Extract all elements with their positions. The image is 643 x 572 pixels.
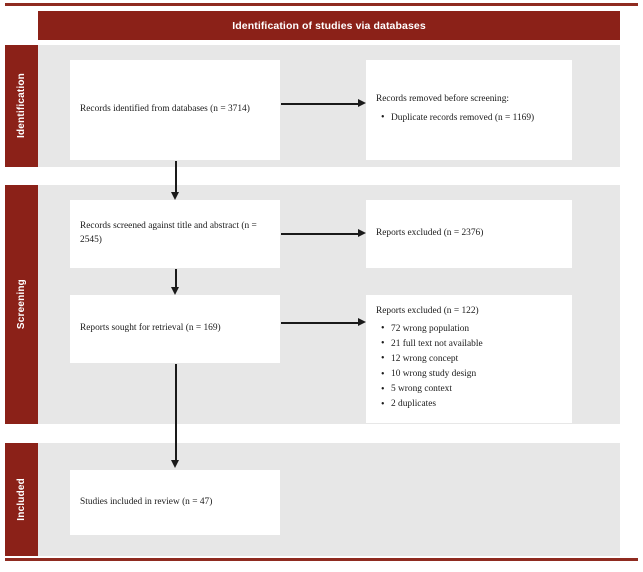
box-reports-excluded-screening-text: Reports excluded (n = 2376) — [376, 228, 484, 239]
list-item: 2 duplicates — [381, 398, 562, 412]
box-records-removed: Records removed before screening: Duplic… — [366, 60, 572, 160]
arrow-identified-to-screened-head-icon — [171, 192, 180, 200]
box-records-screened: Records screened against title and abstr… — [70, 200, 280, 268]
stage-label-screening: Screening — [5, 185, 38, 424]
arrow-screened-to-retrieval-head-icon — [171, 287, 180, 295]
box-records-identified-text: Records identified from databases (n = 3… — [80, 104, 250, 115]
list-item: 10 wrong study design — [381, 368, 562, 382]
arrow-retrieval-to-excluded — [281, 322, 358, 324]
box-reports-excluded-eligibility-title: Reports excluded (n = 122) — [376, 305, 479, 316]
stage-label-included: Included — [5, 443, 38, 556]
arrow-retrieval-to-excluded-head-icon — [358, 318, 366, 327]
list-item: 5 wrong context — [381, 383, 562, 397]
list-item: 21 full text not available — [381, 337, 562, 351]
box-reports-excluded-eligibility: Reports excluded (n = 122) 72 wrong popu… — [366, 295, 572, 423]
box-reports-excluded-screening: Reports excluded (n = 2376) — [366, 200, 572, 268]
box-reports-excluded-eligibility-list: 72 wrong population 21 full text not ava… — [376, 321, 562, 413]
box-records-screened-text: Records screened against title and abstr… — [80, 221, 257, 245]
box-records-identified: Records identified from databases (n = 3… — [70, 60, 280, 160]
box-studies-included-text: Studies included in review (n = 47) — [80, 496, 213, 507]
arrow-screened-to-retrieval — [175, 269, 177, 287]
arrow-retrieval-to-included-head-icon — [171, 460, 180, 468]
stage-label-screening-text: Screening — [16, 279, 27, 330]
list-item: Duplicate records removed (n = 1169) — [381, 111, 562, 125]
arrow-screened-to-excluded-head-icon — [358, 229, 366, 238]
box-records-removed-list: Duplicate records removed (n = 1169) — [376, 110, 562, 127]
diagram-header-banner: Identification of studies via databases — [38, 11, 620, 40]
box-reports-sought-retrieval: Reports sought for retrieval (n = 169) — [70, 295, 280, 363]
box-records-removed-title: Records removed before screening: — [376, 94, 510, 105]
list-item: 72 wrong population — [381, 322, 562, 336]
arrow-identified-to-removed — [281, 103, 358, 105]
arrow-identified-to-screened — [175, 161, 177, 192]
stage-label-included-text: Included — [16, 478, 27, 521]
arrow-retrieval-to-included — [175, 364, 177, 460]
bottom-divider-rule — [5, 558, 638, 561]
arrow-identified-to-removed-head-icon — [358, 99, 366, 108]
arrow-screened-to-excluded — [281, 233, 358, 235]
box-studies-included: Studies included in review (n = 47) — [70, 470, 280, 535]
diagram-title: Identification of studies via databases — [232, 19, 426, 32]
stage-label-identification-text: Identification — [16, 73, 27, 139]
top-divider-rule — [5, 3, 638, 6]
box-reports-sought-retrieval-text: Reports sought for retrieval (n = 169) — [80, 323, 221, 334]
list-item: 12 wrong concept — [381, 352, 562, 366]
stage-label-identification: Identification — [5, 45, 38, 167]
